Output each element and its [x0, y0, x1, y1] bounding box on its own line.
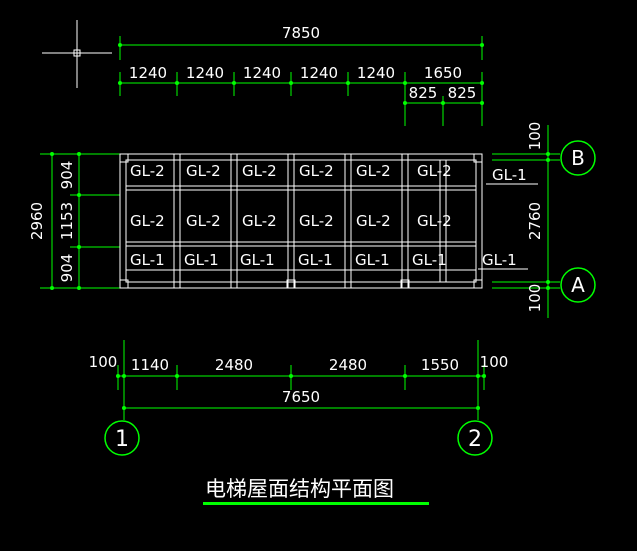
left-span-1: 904	[58, 161, 76, 190]
beam-label: GL-2	[356, 212, 391, 230]
beam-label: GL-1	[130, 251, 165, 269]
beam-label-right-upper: GL-1	[492, 166, 527, 184]
beam-label: GL-2	[130, 212, 165, 230]
beam-label: GL-2	[417, 212, 452, 230]
beam-label: GL-2	[242, 212, 277, 230]
beam-label: GL-2	[186, 162, 221, 180]
left-span-2: 1153	[58, 202, 76, 240]
left-dimension-ticks	[50, 152, 81, 290]
structure-frame	[119, 153, 483, 289]
bottom-span-4: 1550	[421, 356, 459, 374]
axis-label-2: 2	[468, 427, 482, 452]
column-markers	[119, 153, 483, 289]
bottom-overall-dim: 7650	[282, 388, 320, 406]
axis-bubble-2: 2	[457, 420, 493, 456]
top-span-2: 1240	[186, 64, 224, 82]
beam-labels: GL-2 GL-2 GL-2 GL-2 GL-2 GL-2 GL-2 GL-2 …	[130, 162, 527, 269]
beam-label: GL-2	[186, 212, 221, 230]
beam-label: GL-2	[242, 162, 277, 180]
beam-label: GL-2	[417, 162, 452, 180]
bottom-span-3: 2480	[329, 356, 367, 374]
axis-bubble-1: 1	[104, 420, 140, 456]
axis-label-b: B	[571, 146, 585, 170]
top-span-6: 1650	[424, 64, 462, 82]
bottom-right-offset: 100	[480, 353, 509, 371]
beam-label: GL-2	[130, 162, 165, 180]
top-dimension-ticks	[118, 43, 484, 105]
top-span-3: 1240	[243, 64, 281, 82]
beam-label: GL-1	[184, 251, 219, 269]
crosshair-cursor-icon	[42, 20, 112, 88]
beam-label-right-lower: GL-1	[482, 251, 517, 269]
title-underline	[203, 502, 429, 505]
right-dimension-ticks	[546, 152, 550, 290]
left-span-3: 904	[58, 254, 76, 283]
top-overall-dim: 7850	[282, 24, 320, 42]
top-span-1: 1240	[129, 64, 167, 82]
top-span-5: 1240	[357, 64, 395, 82]
beam-label-leaders	[478, 183, 538, 270]
right-dim-bottom: 100	[526, 284, 544, 313]
axis-bubble-b: B	[560, 140, 596, 176]
beam-label: GL-1	[240, 251, 275, 269]
axis-label-a: A	[571, 273, 585, 297]
bottom-span-2: 2480	[215, 356, 253, 374]
beam-label: GL-1	[298, 251, 333, 269]
beam-label: GL-1	[412, 251, 447, 269]
bottom-left-offset: 100	[89, 353, 118, 371]
left-overall-dim: 2960	[28, 202, 46, 240]
top-subspan-2: 825	[448, 84, 477, 102]
bottom-dimension-ticks	[116, 374, 486, 410]
axis-bubble-a: A	[560, 267, 596, 303]
axis-leaders-bottom	[123, 408, 479, 420]
beam-label: GL-2	[299, 212, 334, 230]
beam-label: GL-2	[299, 162, 334, 180]
drawing-title: 电梯屋面结构平面图	[205, 477, 394, 501]
bottom-span-1: 1140	[131, 356, 169, 374]
right-dim-top: 100	[526, 122, 544, 151]
beam-label: GL-1	[355, 251, 390, 269]
top-span-4: 1240	[300, 64, 338, 82]
top-subspan-1: 825	[409, 84, 438, 102]
axis-label-1: 1	[115, 427, 129, 452]
right-dim-middle: 2760	[526, 202, 544, 240]
beam-label: GL-2	[356, 162, 391, 180]
